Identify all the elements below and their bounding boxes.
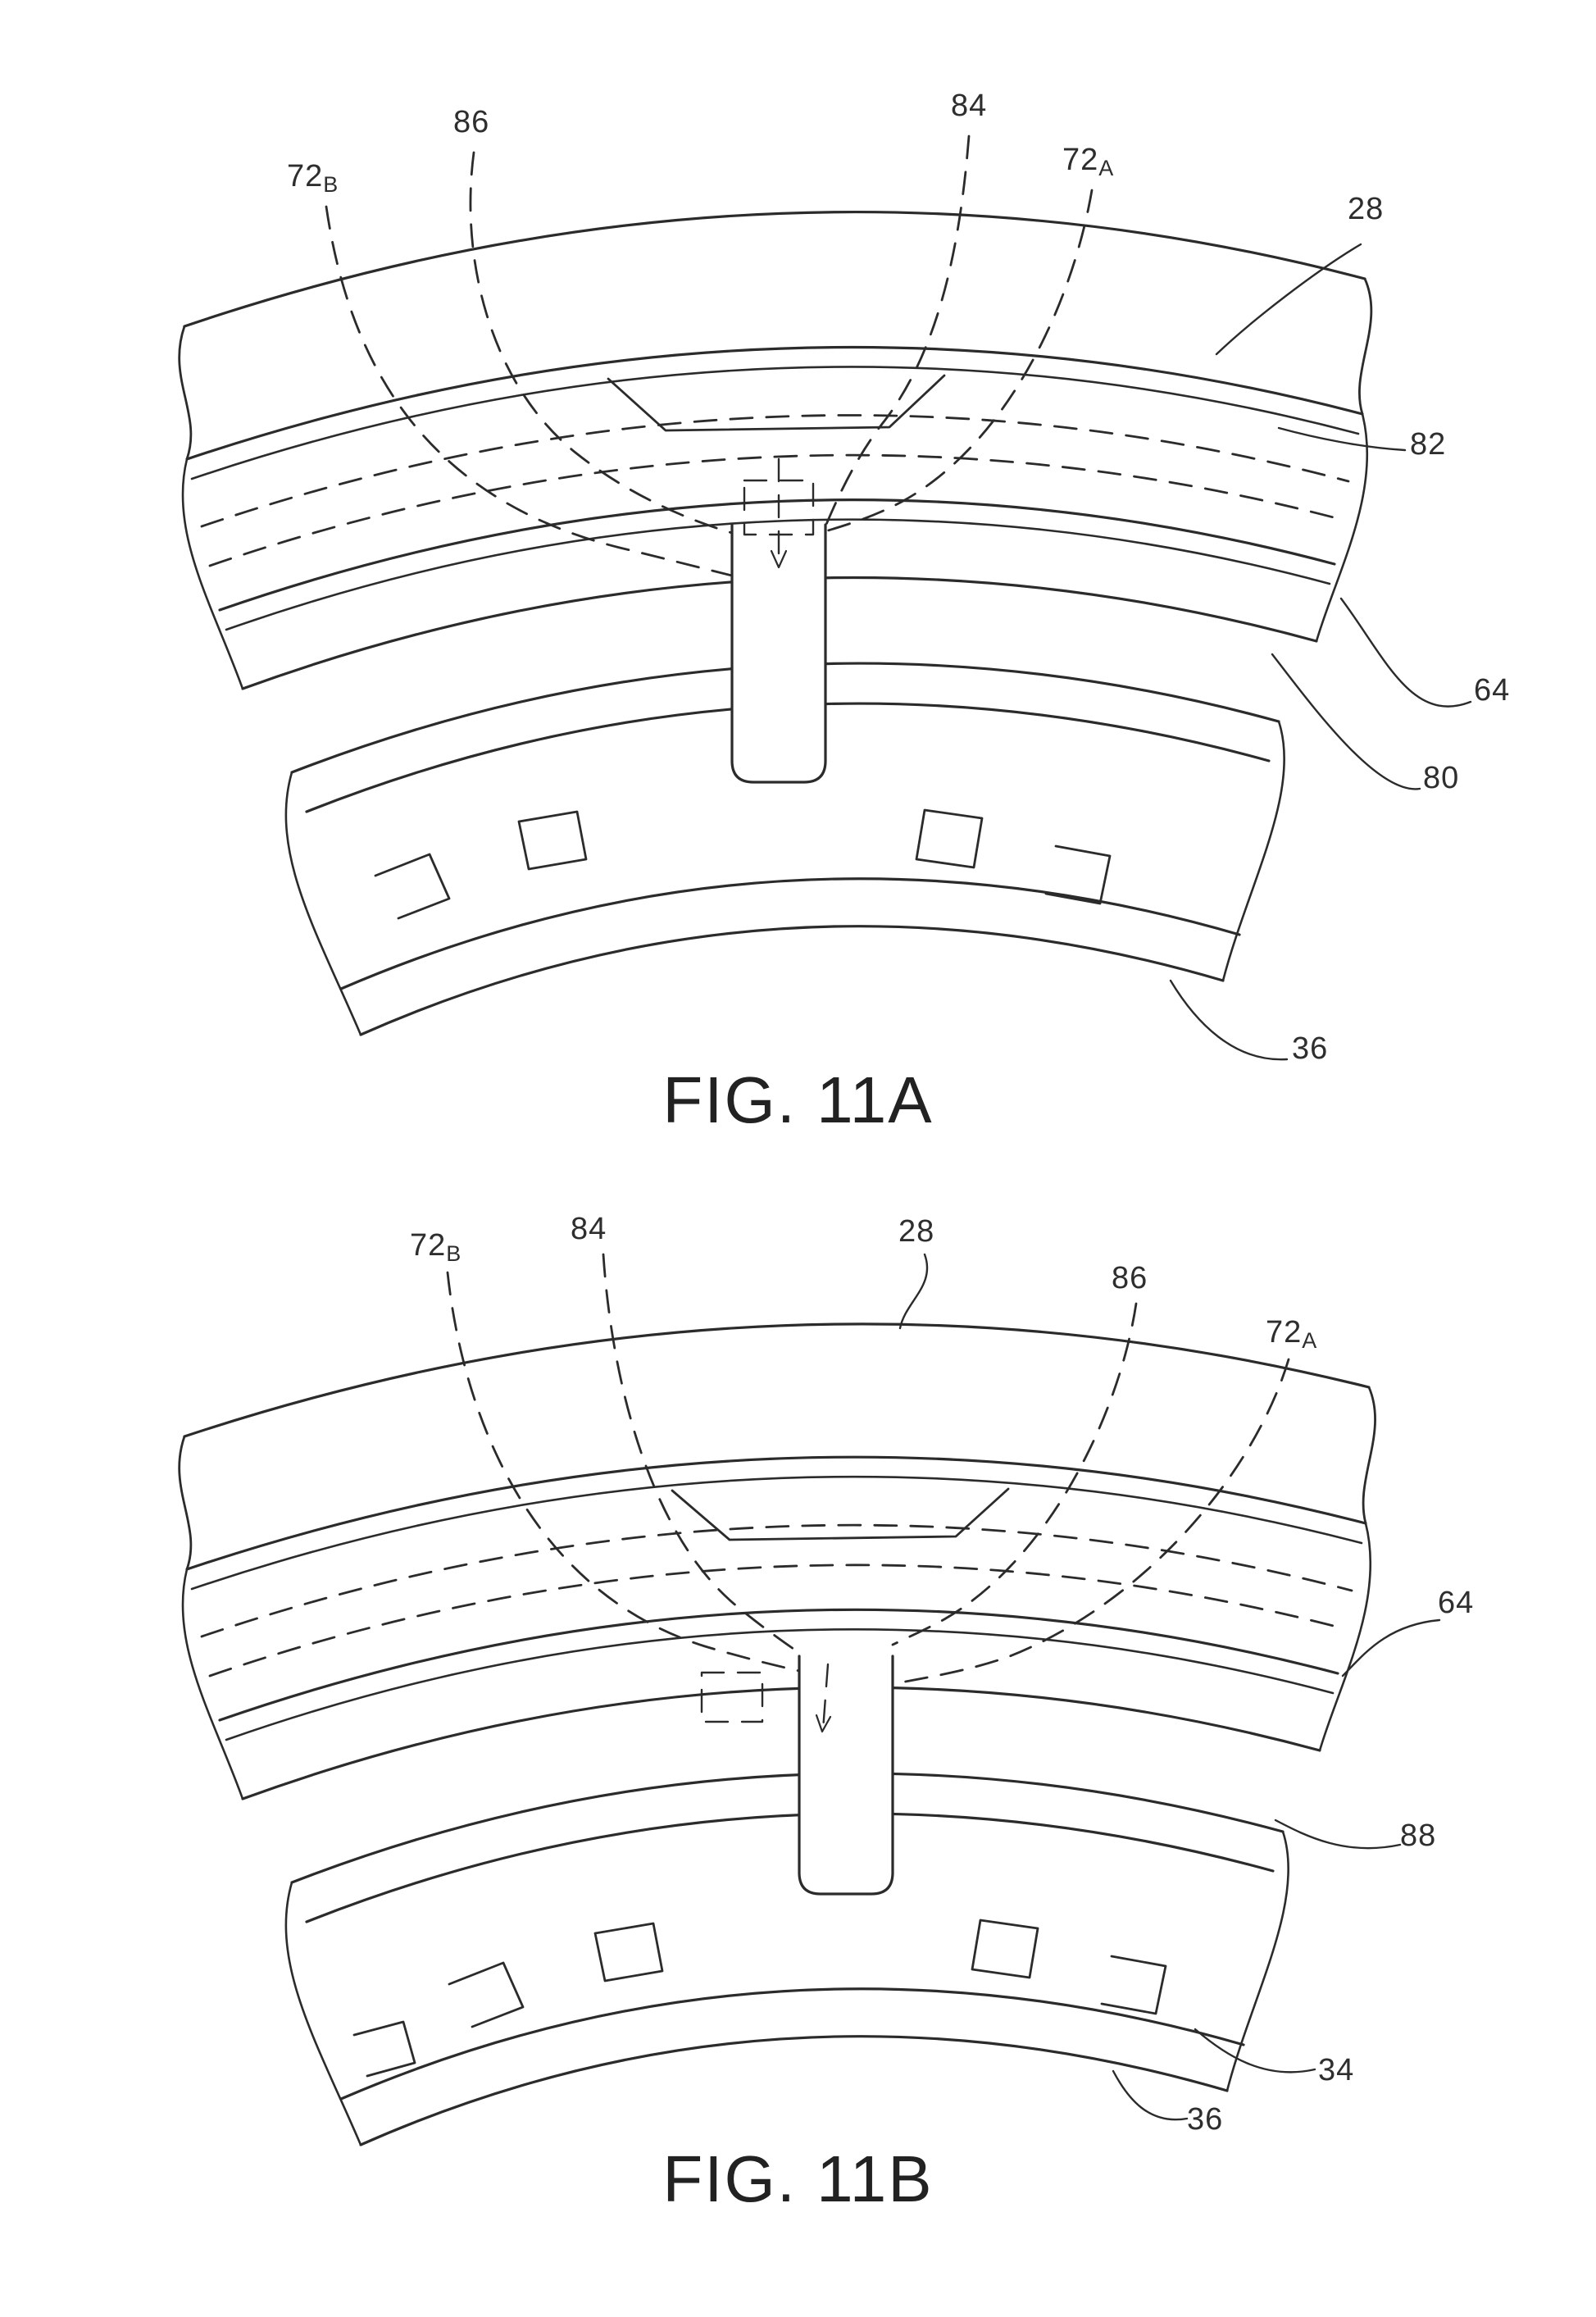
leader-28 [898,1253,929,1330]
ref-main: 84 [571,1212,607,1246]
ring-window-right [915,808,984,869]
ref-sub: A [1302,1328,1317,1353]
ref-label-72A: 72A [1266,1315,1317,1353]
ref-label-64: 64 [1438,1586,1475,1623]
leader-80 [1271,653,1421,790]
ref-label-72B: 72B [287,159,339,197]
ref-label-64: 64 [1474,673,1511,710]
leader-lines [898,1253,1441,2121]
ref-label-28: 28 [898,1214,935,1251]
ref-main: 36 [1292,1031,1329,1066]
cord-84-curve [602,1253,801,1655]
ref-label-36: 36 [1292,1031,1329,1068]
leader-34 [1194,2028,1316,2073]
ring-tab-right [1100,1955,1167,2015]
ref-sub: A [1098,156,1114,180]
ring-window-left [593,1922,664,1982]
ref-label-86: 86 [1112,1261,1148,1298]
arrow-head-icon [770,549,788,569]
leader-36 [1112,2069,1189,2121]
ref-main: 72 [410,1228,447,1263]
ref-label-86: 86 [453,105,490,142]
cord-72B-curve [325,205,734,577]
ref-sub: B [323,172,339,197]
leader-36 [1169,979,1289,1061]
ring-window-right [971,1919,1039,1979]
ref-main: 88 [1400,1819,1437,1853]
cord-84-curve [824,134,971,528]
cord-86-curve [891,1302,1138,1646]
ref-label-82: 82 [1410,427,1447,464]
ref-label-34: 34 [1318,2053,1355,2090]
ref-main: 72 [1266,1315,1303,1350]
figure-11a-drawing [178,134,1472,1061]
ref-main: 86 [453,105,490,139]
ref-label-28: 28 [1348,193,1384,229]
ring-window-left [517,810,588,871]
cord-path-curves [325,134,1094,577]
ref-main: 28 [1348,192,1385,226]
ref-label-80: 80 [1423,762,1459,798]
ring-tab-left [374,853,451,920]
center-slot [700,1655,894,1896]
leader-64 [1341,1618,1441,1677]
ref-main: 84 [951,89,988,123]
ring-tab-lower-left [352,2020,416,2078]
cord-72A-curve [824,189,1094,533]
ref-main: 64 [1474,673,1511,708]
leader-28 [1215,243,1362,356]
hidden-insert-outline [743,479,815,536]
belt-band-layers [181,1455,1372,1800]
leader-88 [1274,1819,1402,1850]
ref-sub: B [446,1241,462,1266]
ref-main: 36 [1187,2102,1224,2137]
ref-main: 64 [1438,1586,1475,1620]
outer-band-28 [178,1322,1376,1571]
arrow-head-icon [815,1714,832,1733]
ref-main: 82 [1410,427,1447,462]
ref-label-72B: 72B [410,1228,462,1266]
outer-band-28 [178,210,1373,461]
ref-label-84: 84 [571,1213,607,1249]
center-slot [730,457,827,784]
ref-main: 86 [1112,1261,1148,1295]
cord-path-curves [446,1253,1290,1686]
ref-main: 80 [1423,761,1460,795]
figure-11b-drawing [178,1253,1441,2146]
leader-82 [1277,426,1407,452]
cord-72A-curve [891,1358,1290,1686]
hidden-insert-outline [700,1671,764,1723]
ring-tab-left [448,1961,525,2028]
figure-caption-11a: FIG. 11A [662,1063,934,1136]
cord-86-curve [469,151,734,535]
ring-tab-right [1044,844,1112,905]
ref-label-88: 88 [1400,1819,1437,1855]
retainer-ring-36 [284,1772,1290,2146]
ref-label-36: 36 [1187,2102,1224,2139]
ref-main: 72 [1062,143,1099,177]
figure-caption-11b: FIG. 11B [662,2142,934,2215]
ref-main: 34 [1318,2053,1355,2087]
leader-lines [1169,243,1472,1061]
ref-label-84: 84 [951,89,988,125]
ref-label-72A: 72A [1062,143,1114,180]
ref-main: 72 [287,159,324,193]
leader-64 [1339,597,1472,708]
ref-main: 28 [898,1214,935,1249]
